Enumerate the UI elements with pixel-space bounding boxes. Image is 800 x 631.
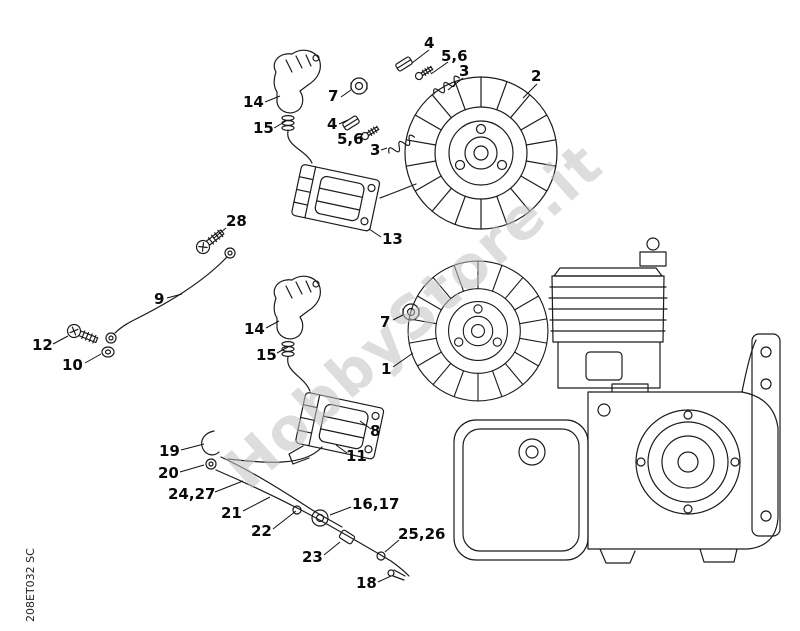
leader-lines bbox=[52, 49, 538, 583]
eyelet-top-drawing bbox=[224, 247, 236, 259]
ground-wire-part9-drawing bbox=[114, 256, 228, 334]
part-label-18: 18 bbox=[356, 574, 377, 592]
part-label-15-b: 15 bbox=[256, 346, 277, 364]
nut-part7-top-drawing bbox=[350, 77, 368, 95]
diagram-artwork bbox=[64, 49, 781, 581]
part-label-19: 19 bbox=[159, 442, 180, 460]
part-label-24-27: 24,27 bbox=[168, 485, 215, 503]
engine-assembly-drawing bbox=[453, 237, 781, 564]
pawl-part4-a-drawing bbox=[394, 55, 414, 73]
diagram-code: 208ET032 SC bbox=[24, 548, 37, 622]
spark-plug-boot-lower-drawing bbox=[273, 275, 321, 340]
part-label-20: 20 bbox=[158, 464, 179, 482]
boot-spring-top-drawing bbox=[281, 114, 295, 131]
spark-plug-boot-top-drawing bbox=[273, 49, 321, 114]
part-label-3-a: 3 bbox=[459, 62, 469, 80]
part-label-14-b: 14 bbox=[244, 320, 265, 338]
part-label-8: 8 bbox=[370, 422, 380, 440]
ignition-lead-top-drawing bbox=[287, 130, 313, 164]
pawl-part4-b-drawing bbox=[341, 114, 361, 132]
part-label-4-a: 4 bbox=[424, 34, 434, 52]
part-label-3-b: 3 bbox=[370, 141, 380, 159]
part-label-4-b: 4 bbox=[327, 115, 337, 133]
part-label-10: 10 bbox=[62, 356, 83, 374]
ignition-module-part13-drawing bbox=[290, 163, 381, 233]
part-label-5-6-b: 5,6 bbox=[337, 130, 364, 148]
part-label-16-17: 16,17 bbox=[352, 495, 399, 513]
part-label-12: 12 bbox=[32, 336, 53, 354]
screw-part56-a-drawing bbox=[413, 64, 435, 82]
screw-part12-drawing bbox=[64, 321, 100, 347]
part-label-25-26: 25,26 bbox=[398, 525, 445, 543]
part-label-13: 13 bbox=[382, 230, 403, 248]
part-label-21: 21 bbox=[221, 504, 242, 522]
washer-part10-drawing bbox=[101, 346, 115, 358]
part-label-7-b: 7 bbox=[380, 313, 390, 331]
part-label-14-a: 14 bbox=[243, 93, 264, 111]
module-flange-part11-drawing bbox=[288, 445, 310, 465]
wiring-harness-drawing bbox=[201, 430, 410, 581]
part-label-5-6-a: 5,6 bbox=[441, 47, 468, 65]
part-label-23: 23 bbox=[302, 548, 323, 566]
part-label-2: 2 bbox=[531, 67, 541, 85]
part-label-28: 28 bbox=[226, 212, 247, 230]
part-label-9: 9 bbox=[154, 290, 164, 308]
part-label-1: 1 bbox=[381, 360, 391, 378]
part-label-15-a: 15 bbox=[253, 119, 274, 137]
ignition-lead-lower-drawing bbox=[287, 356, 311, 392]
short-lead-drawing bbox=[379, 183, 417, 199]
part-label-7-a: 7 bbox=[328, 87, 338, 105]
spring-part3-b-drawing bbox=[386, 133, 418, 157]
part-label-22: 22 bbox=[251, 522, 272, 540]
part-label-11: 11 bbox=[346, 447, 367, 465]
eyelet-bottom-drawing bbox=[105, 332, 117, 344]
part-labels: 4 5,6 3 2 7 14 15 4 5,6 3 13 28 9 12 10 … bbox=[32, 34, 541, 592]
